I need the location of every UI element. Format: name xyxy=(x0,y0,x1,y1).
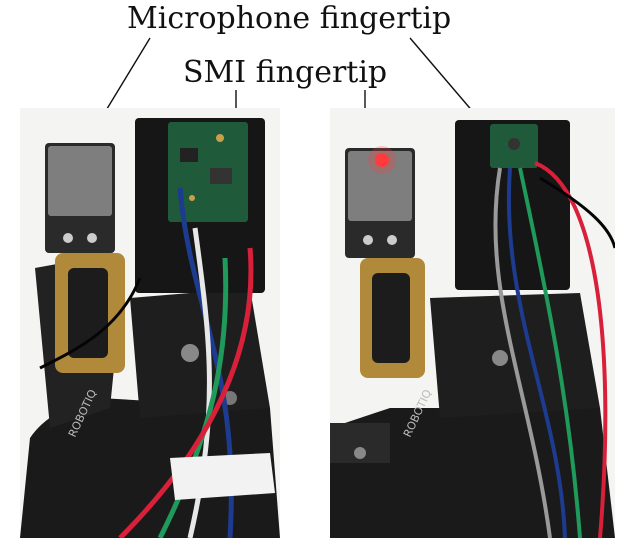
wire-blue xyxy=(506,167,567,538)
wire-green xyxy=(157,257,229,538)
robot-arm-right xyxy=(130,288,270,418)
left-gripper-photo: ROBOTIQ xyxy=(20,108,280,538)
microphone-fingertip xyxy=(455,120,570,290)
microphone-fingertip-label: Microphone fingertip xyxy=(127,1,452,36)
wire-red xyxy=(534,161,608,538)
wire-green xyxy=(518,167,582,538)
white-tape xyxy=(170,453,275,500)
right-gripper-photo: ROBOTIQ xyxy=(330,108,615,538)
pcb-board xyxy=(168,122,248,222)
wire-black xyxy=(39,277,142,370)
wire-grey xyxy=(493,167,552,538)
wire-black xyxy=(539,176,615,249)
smi-fingertip-label: SMI fingertip xyxy=(183,55,388,90)
wire-red xyxy=(118,247,254,538)
robot-body xyxy=(20,398,280,538)
red-laser-dot xyxy=(375,153,389,167)
